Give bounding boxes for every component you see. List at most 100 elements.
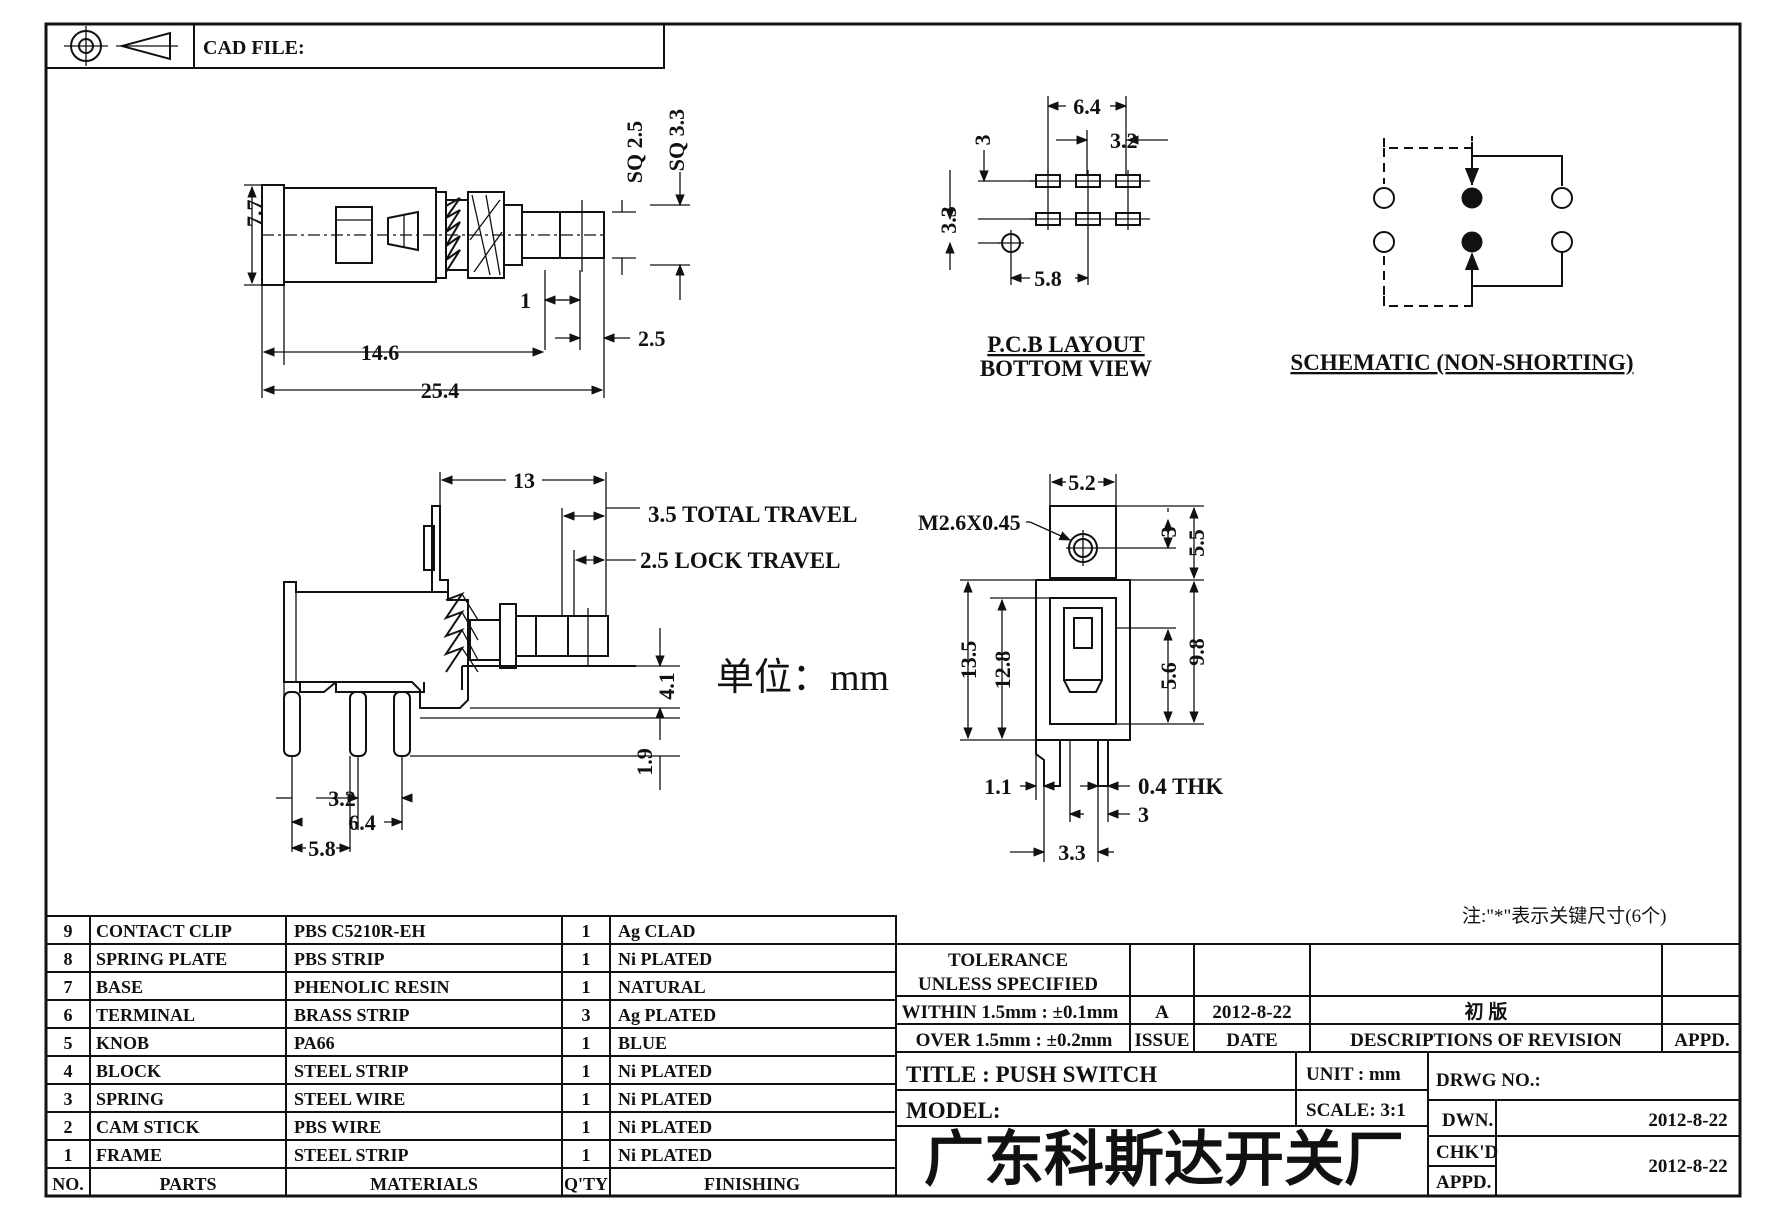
- tolerance-within: WITHIN 1.5mm : ±0.1mm: [902, 1002, 1119, 1023]
- pcb-dim-3: 3: [970, 135, 995, 146]
- front-lock-travel: 2.5 LOCK TRAVEL: [640, 548, 840, 573]
- bom-cell-qty: 3: [582, 1005, 591, 1025]
- schematic-contact: [1551, 187, 1573, 209]
- end-dim-5-5: 5.5: [1184, 529, 1209, 557]
- model-label: MODEL:: [906, 1098, 1001, 1123]
- scale-label: SCALE: 3:1: [1306, 1100, 1406, 1121]
- bom-cell-qty: 1: [582, 949, 591, 969]
- front-dim-6-4: 6.4: [348, 810, 376, 835]
- approved-label: APPD.: [1436, 1172, 1491, 1193]
- bom-cell-no: 3: [64, 1089, 73, 1109]
- bom-cell-finishing: NATURAL: [618, 977, 706, 997]
- bom-cell-part: TERMINAL: [96, 1005, 195, 1025]
- end-dim-9-8: 9.8: [1184, 638, 1209, 666]
- end-view: 5.2 M2.6X0.45 3 5.5 5.6 9.8 13.5 12.8: [918, 470, 1223, 865]
- schematic-contact: [1461, 231, 1483, 253]
- bom-cell-qty: 1: [582, 1089, 591, 1109]
- header-strip: CAD FILE:: [45, 23, 665, 69]
- bom-cell-no: 5: [64, 1033, 73, 1053]
- terminal-pin: [283, 691, 301, 757]
- front-dim-5-8: 5.8: [308, 836, 336, 861]
- bom-cell-finishing: Ni PLATED: [618, 1117, 712, 1137]
- end-dim-5-6: 5.6: [1156, 662, 1181, 690]
- bom-header-part: PARTS: [159, 1174, 216, 1194]
- tolerance-line1: TOLERANCE: [948, 950, 1068, 971]
- date-value: 2012-8-22: [1212, 1002, 1291, 1023]
- bom-cell-part: KNOB: [96, 1033, 149, 1053]
- drawn-date: 2012-8-22: [1648, 1110, 1727, 1131]
- pcb-caption-line1: P.C.B LAYOUT: [987, 332, 1144, 357]
- cad-file-label: CAD FILE:: [203, 37, 305, 59]
- side-dim-1: 1: [520, 288, 531, 313]
- schematic-caption: SCHEMATIC (NON-SHORTING): [1290, 350, 1633, 375]
- end-dim-3-3: 3.3: [1058, 840, 1086, 865]
- side-dim-sq-inner: SQ 2.5: [622, 121, 647, 183]
- pcb-dim-3-2: 3.2: [1110, 128, 1138, 153]
- drawing-title: TITLE : PUSH SWITCH: [906, 1062, 1157, 1087]
- end-dim-3-lower: 3: [1138, 802, 1149, 827]
- bom-cell-qty: 1: [582, 921, 591, 941]
- bom-cell-no: 1: [64, 1145, 73, 1165]
- bom-cell-material: PBS STRIP: [294, 949, 385, 969]
- bom-cell-no: 9: [64, 921, 73, 941]
- pcb-dim-5-8: 5.8: [1034, 266, 1062, 291]
- issue-label: ISSUE: [1135, 1030, 1190, 1051]
- drawn-label: DWN.: [1442, 1110, 1493, 1131]
- checked-label: CHK'D: [1436, 1142, 1498, 1163]
- side-dim-25-4: 25.4: [421, 378, 460, 403]
- date-label: DATE: [1226, 1030, 1277, 1051]
- side-view: 7.7 SQ 2.5 SQ 3.3 1 2.5 14.6 25.4: [242, 109, 690, 403]
- bom-cell-part: BLOCK: [96, 1061, 161, 1081]
- appd-label: APPD.: [1674, 1030, 1729, 1051]
- bom-cell-qty: 1: [582, 977, 591, 997]
- side-dim-2-5: 2.5: [638, 326, 666, 351]
- bom-header-qty: Q'TY: [564, 1174, 608, 1194]
- bom-header-material: MATERIALS: [370, 1174, 478, 1194]
- side-dim-height: 7.7: [242, 200, 267, 228]
- bom-header-no: NO.: [52, 1174, 84, 1194]
- bom-cell-no: 6: [64, 1005, 73, 1025]
- schematic-contact: [1461, 187, 1483, 209]
- schematic-contact: [1373, 231, 1395, 253]
- bom-cell-no: 2: [64, 1117, 73, 1137]
- bom-cell-no: 8: [64, 949, 73, 969]
- bom-cell-finishing: Ni PLATED: [618, 949, 712, 969]
- unit-note: 单位：mm: [716, 657, 889, 699]
- bom-cell-material: STEEL WIRE: [294, 1089, 405, 1109]
- front-dim-13: 13: [513, 468, 535, 493]
- bom-cell-finishing: Ni PLATED: [618, 1089, 712, 1109]
- company-name: 广东科斯达开关厂: [924, 1125, 1404, 1195]
- pcb-dim-3-3: 3.3: [936, 206, 961, 234]
- bom-cell-finishing: Ni PLATED: [618, 1145, 712, 1165]
- bom-cell-material: STEEL STRIP: [294, 1145, 409, 1165]
- bom-cell-qty: 1: [582, 1117, 591, 1137]
- schematic-contact: [1373, 187, 1395, 209]
- bom-cell-part: CAM STICK: [96, 1117, 200, 1137]
- end-dim-5-2: 5.2: [1068, 470, 1096, 495]
- pcb-caption-line2: BOTTOM VIEW: [980, 356, 1152, 381]
- tolerance-over: OVER 1.5mm : ±0.2mm: [916, 1030, 1113, 1051]
- bom-cell-part: CONTACT CLIP: [96, 921, 232, 941]
- front-view: 13 3.5 TOTAL TRAVEL 2.5 LOCK TRAVEL 4.1 …: [276, 468, 857, 861]
- terminal-pin: [393, 691, 411, 757]
- tolerance-line2: UNLESS SPECIFIED: [918, 974, 1098, 995]
- revision-block: TOLERANCE UNLESS SPECIFIED WITHIN 1.5mm …: [896, 943, 1740, 1053]
- bom-cell-material: PA66: [294, 1033, 335, 1053]
- bom-cell-material: STEEL STRIP: [294, 1061, 409, 1081]
- bom-cell-material: BRASS STRIP: [294, 1005, 410, 1025]
- title-block: TITLE : PUSH SWITCH MODEL: UNIT : mm SCA…: [896, 1052, 1740, 1196]
- issue-value: A: [1155, 1002, 1169, 1023]
- bom-cell-material: PHENOLIC RESIN: [294, 977, 450, 997]
- bom-cell-qty: 1: [582, 1061, 591, 1081]
- front-total-travel: 3.5 TOTAL TRAVEL: [648, 502, 857, 527]
- end-dim-12-8: 12.8: [990, 651, 1015, 690]
- terminal-pin: [349, 691, 367, 757]
- bom-cell-finishing: Ni PLATED: [618, 1061, 712, 1081]
